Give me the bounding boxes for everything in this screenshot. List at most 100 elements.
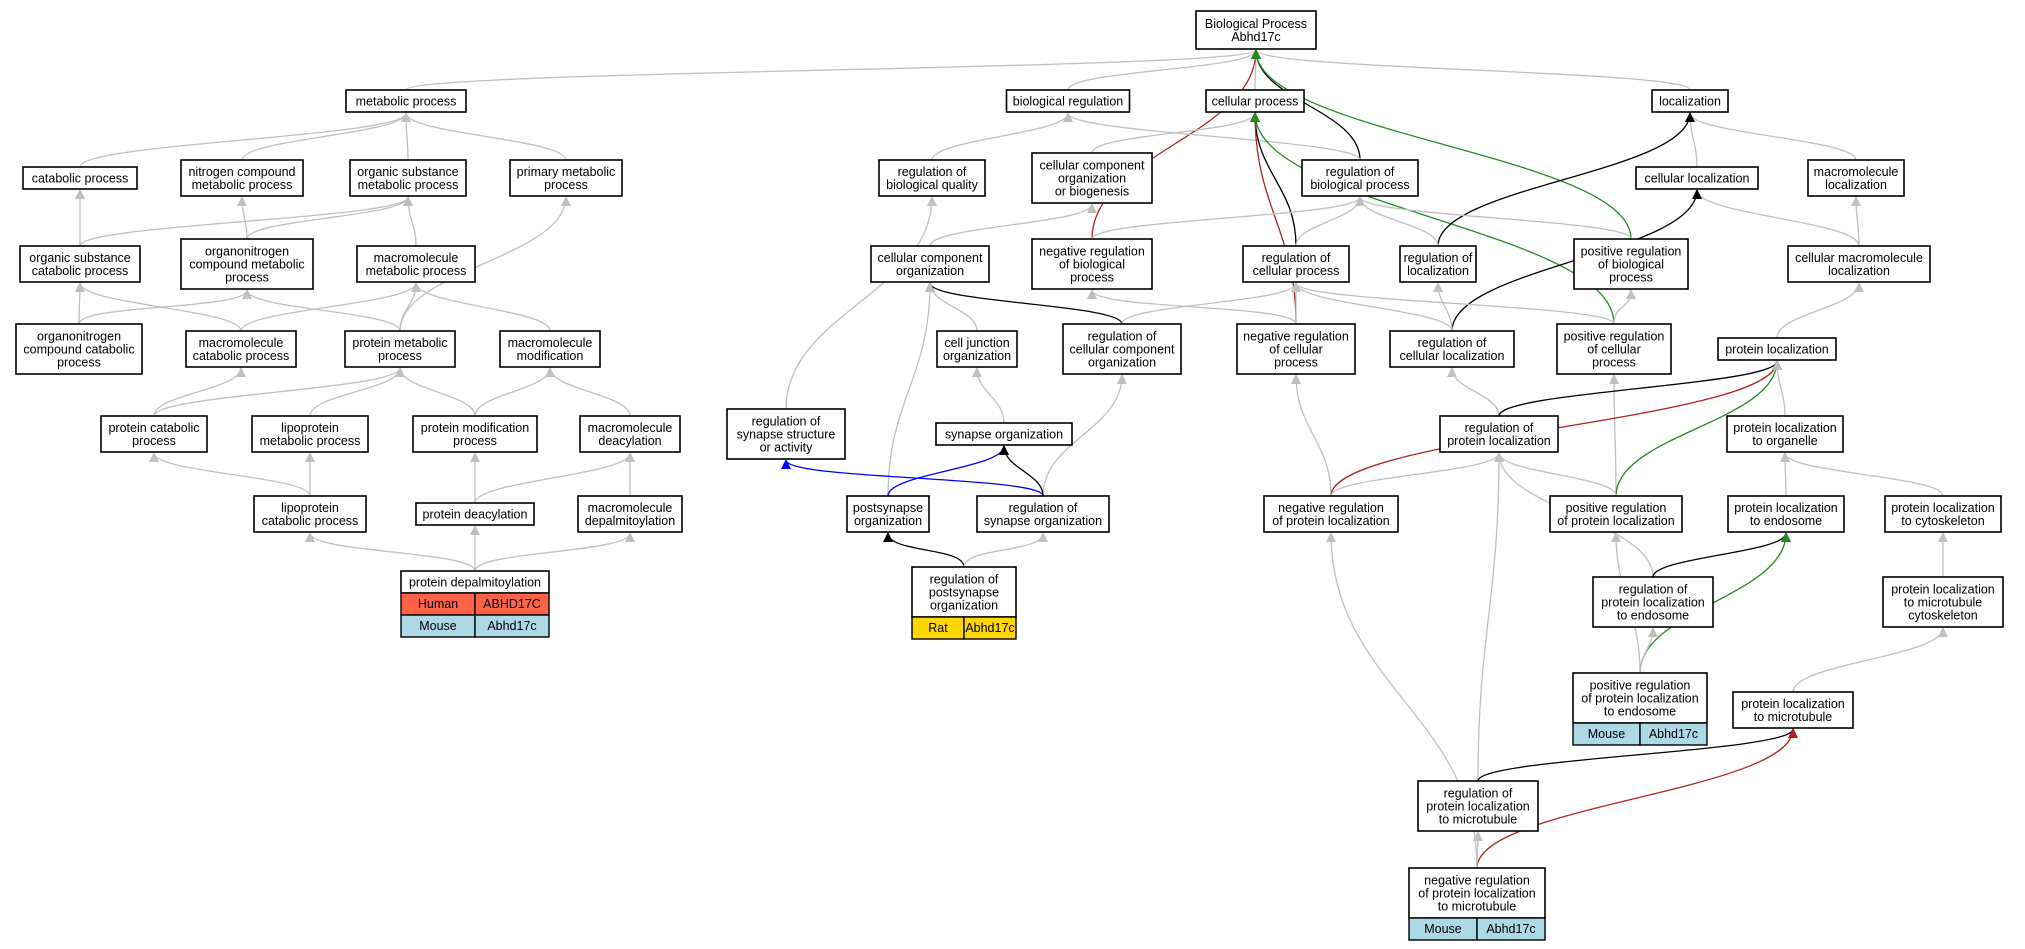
annotation-gene-cell [1476, 917, 1546, 941]
node-box [1635, 166, 1759, 190]
node-protloc[interactable]: protein localization [1717, 337, 1837, 361]
node-cellloc[interactable]: cellular localization [1635, 166, 1759, 190]
node-box [1726, 415, 1844, 453]
node-label: Abhd17c [1231, 30, 1280, 44]
node-label: process [225, 271, 269, 285]
node-label: to organelle [1752, 434, 1817, 448]
node-bioreg[interactable]: biological regulation [1005, 89, 1131, 113]
edge-regcellloc-to-regloc [1433, 282, 1453, 332]
node-label: process [57, 356, 101, 370]
node-label: biological quality [886, 178, 978, 192]
node-box [415, 502, 535, 526]
edge-regpostsyn-to-regsynorg [963, 532, 1048, 568]
node-box [1556, 323, 1672, 375]
node-label: cellular process [1212, 95, 1299, 109]
edge-posregprotloc-to-regprotloc [1494, 452, 1617, 497]
node-label: localization [1825, 178, 1887, 192]
edge-metabolic-to-bp [405, 49, 1261, 91]
node-box [1732, 691, 1854, 729]
node-label: of protein localization [1272, 514, 1389, 528]
edge-negregprotlocmt-to-regprotlocmt [1472, 831, 1483, 869]
node-box [1301, 159, 1419, 197]
edge-regbioqual-to-bioreg [931, 112, 1073, 161]
node-protdeac[interactable]: protein deacylation [415, 502, 535, 526]
node-label: regulation of [1418, 336, 1487, 350]
edge-regcellloc-to-regcellproc [1291, 282, 1453, 332]
node-box [1408, 867, 1546, 919]
node-label: protein depalmitoylation [409, 576, 541, 590]
node-metabolic[interactable]: metabolic process [345, 89, 467, 113]
node-box [1787, 245, 1931, 283]
node-label: cellular macromolecule [1795, 251, 1923, 265]
node-label: nitrogen compound [188, 165, 295, 179]
node-box [1031, 238, 1153, 290]
edge-postsyn-to-ccorg [887, 282, 935, 497]
node-catabolic[interactable]: catabolic process [22, 166, 138, 190]
node-label: organization [943, 349, 1011, 363]
edge-organonitrogen-to-nitrogen [237, 196, 248, 240]
node-label: organization [854, 514, 922, 528]
node-label: positive regulation [1581, 245, 1682, 259]
node-box [1399, 245, 1477, 283]
node-label: process [453, 434, 497, 448]
annotation-gene: Abhd17c [1486, 922, 1535, 936]
edge-cellcomp-to-cellproc [1091, 112, 1260, 154]
node-label: regulation of [898, 165, 967, 179]
node-box [1236, 323, 1356, 375]
node-synorg[interactable]: synapse organization [935, 422, 1073, 446]
node-label: of protein localization [1557, 514, 1674, 528]
node-cellproc[interactable]: cellular process [1205, 89, 1305, 113]
node-label: macromolecule [1814, 165, 1899, 179]
node-localization[interactable]: localization [1651, 89, 1729, 113]
